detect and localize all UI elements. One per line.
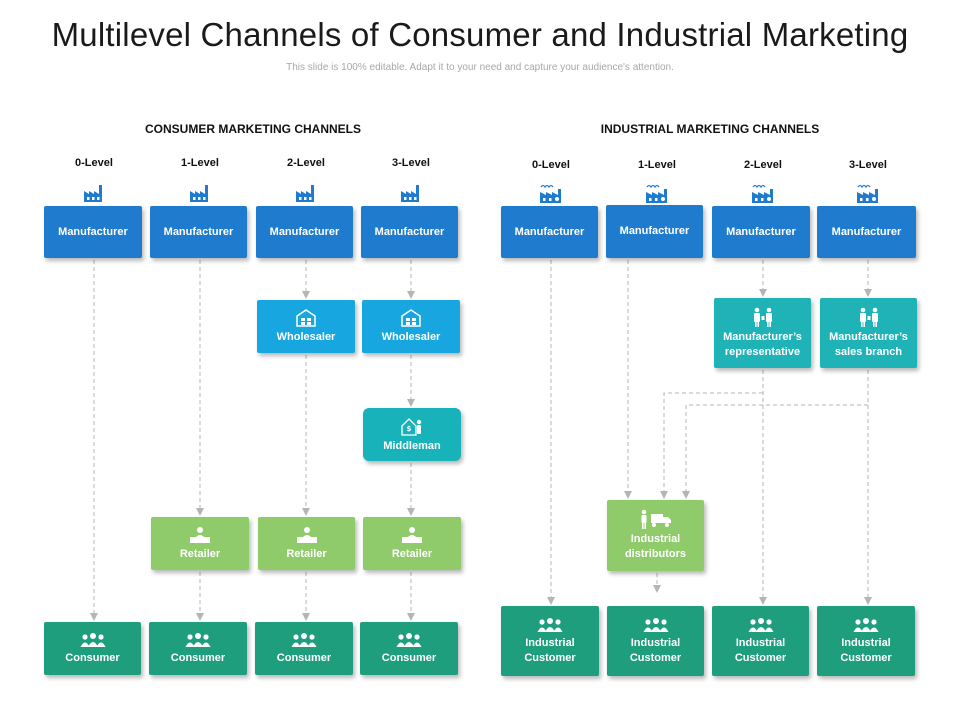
consumer-3-middleman: $ Middleman <box>363 408 461 461</box>
delivery-truck-icon <box>641 509 671 529</box>
consumer-2-consumer: Consumer <box>255 622 353 675</box>
box-label: Industrial Customer <box>524 636 576 664</box>
box-label: Wholesaler <box>381 330 441 343</box>
box-label: Wholesaler <box>276 330 336 343</box>
box-label: Manufacturer <box>58 225 128 238</box>
industrial-level-3: 3-Level <box>849 159 887 171</box>
consumer-1-manufacturer: Manufacturer <box>150 206 247 258</box>
consumer-3-consumer: Consumer <box>360 622 458 675</box>
box-label: Consumer <box>276 651 332 664</box>
box-label: Manufacturer <box>514 225 585 238</box>
connector-i3-salesbranch-distributors <box>682 404 868 499</box>
box-label: Consumer <box>65 651 120 664</box>
consumer-level-3: 3-Level <box>392 157 430 169</box>
factory-icon <box>296 185 314 202</box>
warehouse-icon <box>401 308 421 327</box>
box-label: Manufacturer <box>726 225 796 238</box>
industrial-factory-icon <box>540 184 561 203</box>
industrial-3-manufacturer: Manufacturer <box>817 206 916 258</box>
industrial-0-manufacturer: Manufacturer <box>501 206 598 258</box>
factory-icon <box>401 185 419 202</box>
consumer-1-consumer: Consumer <box>149 622 247 675</box>
page-subtitle: This slide is 100% editable. Adapt it to… <box>286 62 674 73</box>
box-label: Industrial Customer <box>734 636 787 664</box>
retailer-icon <box>402 526 422 543</box>
consumer-level-2: 2-Level <box>287 157 325 169</box>
retailer-icon <box>190 526 210 543</box>
consumer-3-wholesaler: Wholesaler <box>362 300 460 353</box>
factory-icon <box>84 185 102 202</box>
box-label: Retailer <box>286 547 327 560</box>
representatives-icon <box>753 307 772 327</box>
consumer-3-manufacturer: Manufacturer <box>361 206 458 258</box>
people-group-icon <box>537 617 563 632</box>
box-label: Consumer <box>170 651 226 664</box>
box-label: Retailer <box>391 547 433 560</box>
svg-text:$: $ <box>407 425 412 433</box>
industrial-1-customer: Industrial Customer <box>607 606 704 676</box>
industrial-level-0: 0-Level <box>532 159 570 171</box>
middleman-icon: $ <box>401 417 422 436</box>
box-label: Manufacturer <box>619 225 690 237</box>
industrial-1-manufacturer: Manufacturer <box>606 205 703 258</box>
box-label: Consumer <box>381 651 437 664</box>
people-group-icon <box>185 632 211 647</box>
box-label: Manufacturer <box>269 225 340 238</box>
people-group-icon <box>853 617 879 632</box>
industrial-level-1: 1-Level <box>638 159 676 171</box>
people-group-icon <box>748 617 773 632</box>
people-group-icon <box>291 632 317 647</box>
people-group-icon <box>396 632 422 647</box>
consumer-1-retailer: Retailer <box>151 517 249 570</box>
factory-icon <box>190 185 208 202</box>
page-title: Multilevel Channels of Consumer and Indu… <box>51 16 909 53</box>
people-group-icon <box>80 632 105 647</box>
consumer-2-manufacturer: Manufacturer <box>256 206 353 258</box>
industrial-factory-icon <box>857 184 878 203</box>
industrial-factory-icon <box>646 184 667 203</box>
industrial-3-customer: Industrial Customer <box>817 606 915 676</box>
consumer-3-retailer: Retailer <box>363 517 461 570</box>
representatives-icon <box>859 307 878 327</box>
industrial-0-customer: Industrial Customer <box>501 606 599 676</box>
industrial-factory-icon <box>752 184 773 203</box>
box-label: Industrial distributors <box>624 533 687 560</box>
industrial-2-representative: Manufacturer’s representative <box>714 298 811 368</box>
retailer-icon <box>296 526 317 543</box>
industrial-section-title: INDUSTRIAL MARKETING CHANNELS <box>600 122 820 136</box>
industrial-2-customer: Industrial Customer <box>712 606 809 676</box>
consumer-0-consumer: Consumer <box>44 622 141 675</box>
industrial-distributors: Industrial distributors <box>607 500 704 571</box>
industrial-2-manufacturer: Manufacturer <box>712 206 810 258</box>
box-label: Manufacturer <box>831 225 902 238</box>
box-label: Retailer <box>179 547 221 560</box>
people-group-icon <box>643 617 668 632</box>
connector-i2-representative-distributors <box>660 392 763 499</box>
consumer-2-retailer: Retailer <box>258 517 355 570</box>
consumer-2-wholesaler: Wholesaler <box>257 300 355 353</box>
box-label: Industrial Customer <box>629 636 682 664</box>
consumer-level-0: 0-Level <box>75 157 113 169</box>
box-label: Middleman <box>383 439 441 452</box>
consumer-section-title: CONSUMER MARKETING CHANNELS <box>145 122 361 136</box>
consumer-0-manufacturer: Manufacturer <box>44 206 142 258</box>
box-label: Manufacturer’s representative <box>723 330 802 358</box>
consumer-level-1: 1-Level <box>181 157 219 169</box>
industrial-level-2: 2-Level <box>744 159 782 171</box>
box-label: Manufacturer’s sales branch <box>829 330 908 358</box>
box-label: Manufacturer <box>163 225 234 238</box>
warehouse-icon <box>296 308 316 327</box>
box-label: Manufacturer <box>374 225 445 238</box>
box-label: Industrial Customer <box>840 636 892 664</box>
industrial-3-sales-branch: Manufacturer’s sales branch <box>820 298 917 368</box>
